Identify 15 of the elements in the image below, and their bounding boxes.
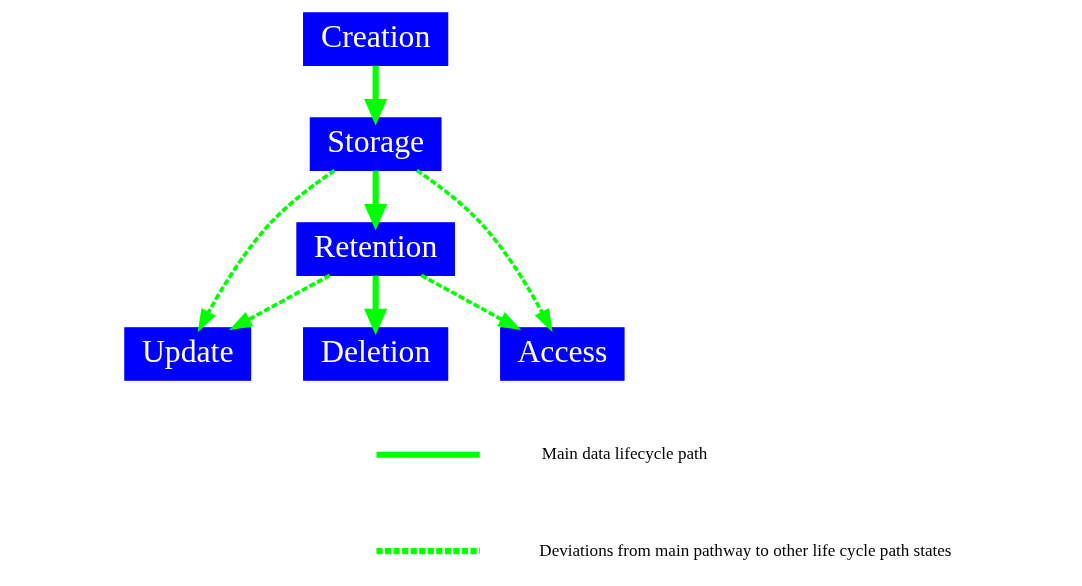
- node-box: Creation: [303, 12, 449, 67]
- arrow: [364, 275, 388, 336]
- arrow: [420, 273, 522, 331]
- arrow: [229, 273, 331, 331]
- node-box: Deletion: [303, 327, 449, 381]
- arrow: [415, 169, 553, 333]
- arrow: [197, 169, 336, 333]
- legend-label: Main data lifecycle path: [541, 444, 708, 464]
- node-box: Update: [124, 327, 252, 381]
- arrow: [364, 170, 388, 231]
- arrow: [364, 65, 388, 126]
- node-box: Access: [500, 327, 625, 381]
- node-box: Retention: [296, 222, 455, 276]
- legend-label: Deviations from main pathway to other life cycle path states: [539, 540, 952, 560]
- node-box: Storage: [309, 117, 442, 171]
